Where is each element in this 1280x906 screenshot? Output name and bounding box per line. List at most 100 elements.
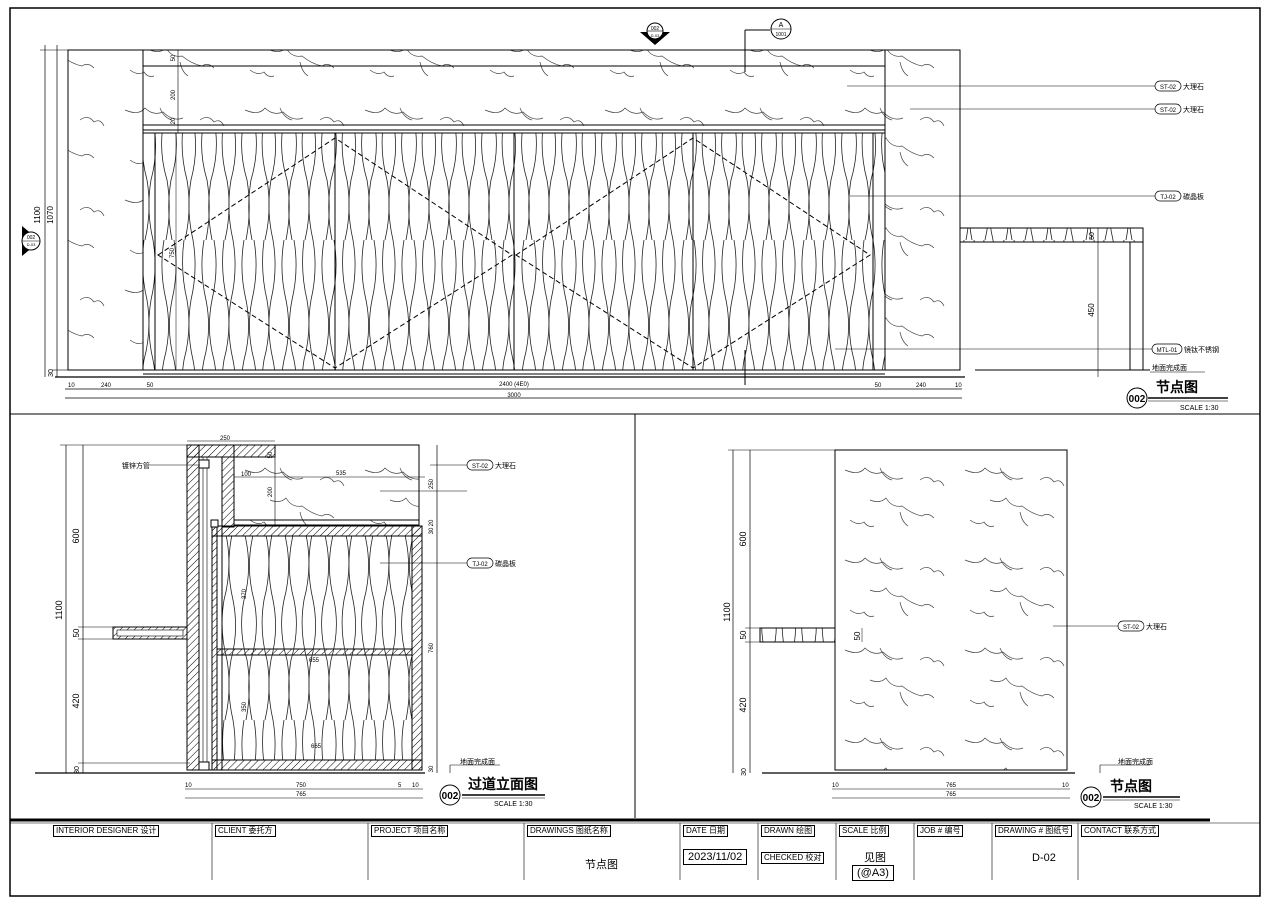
marble-right-panel — [884, 49, 961, 371]
title-bubble-sl — [439, 784, 461, 806]
floor-label-sl: 地面完成面 — [460, 757, 495, 766]
tb-client-label: CLIENT 委托方 — [215, 825, 276, 837]
tb-drawing-no-value: D-02 — [1032, 852, 1056, 864]
dim-bottom-10b: 10 — [955, 383, 962, 389]
tb-designer-label: INTERIOR DESIGNER 设计 — [53, 825, 160, 837]
dim-left-1100: 1100 — [33, 206, 42, 224]
dim-stone-20: 20 — [171, 117, 177, 124]
marker-left-num: 002 — [27, 235, 36, 241]
material-tag-mtl01: MTL-01 镜钛不锈钢 — [1151, 343, 1219, 355]
svg-text:碳晶板: 碳晶板 — [1183, 192, 1204, 201]
dim-bottom-50b: 50 — [875, 383, 882, 389]
material-tag-tj02: TJ-02 碳晶板 — [1154, 190, 1204, 202]
dim-total-3000: 3000 — [507, 393, 521, 399]
tb-contact-label: CONTACT 联系方式 — [1081, 825, 1160, 837]
title-block-grid — [10, 822, 1260, 880]
label-galvanized-pipe: 镀锌方管 — [122, 461, 150, 470]
dim-sl-b-5: 5 — [398, 783, 402, 789]
dim-sl-350: 350 — [242, 701, 248, 712]
dim-sl-right-760: 760 — [429, 642, 435, 653]
dim-bottom-240b: 240 — [916, 383, 927, 389]
svg-text:碳晶板: 碳晶板 — [495, 559, 516, 568]
dim-sl-right-20: 20 — [429, 519, 435, 526]
dim-sl-100: 100 — [241, 472, 252, 478]
tb-checked-label: CHECKED 校对 — [761, 852, 825, 864]
tb-job-label: JOB # 编号 — [917, 825, 964, 837]
svg-text:MTL-01: MTL-01 — [1157, 348, 1178, 354]
dim-sl-370: 370 — [242, 588, 248, 599]
tb-date-value: 2023/11/02 — [683, 849, 748, 865]
svg-text:大理石: 大理石 — [1146, 622, 1167, 631]
tb-drawn-label: DRAWN 绘图 — [761, 825, 816, 837]
tb-date-label: DATE 日期 — [683, 825, 728, 837]
dim-side-50: 50 — [1089, 232, 1096, 240]
section-wood-panel — [216, 535, 413, 761]
dim-sl-50: 50 — [268, 451, 274, 458]
dim-left-30: 30 — [48, 369, 55, 377]
dim-sr-30: 30 — [741, 768, 748, 776]
sheet-border — [9, 7, 1261, 897]
svg-text:镜钛不锈钢: 镜钛不锈钢 — [1184, 345, 1219, 354]
tb-scale-value: 见图 — [864, 852, 886, 864]
dim-sr-420: 420 — [738, 697, 748, 712]
title-sr: 节点图 — [1110, 778, 1152, 794]
dim-sl-535: 535 — [336, 471, 347, 477]
tb-drawings-label: DRAWINGS 图纸名称 — [527, 825, 611, 837]
dim-sl-200: 200 — [268, 486, 274, 497]
dim-sl-b-10b: 10 — [412, 783, 419, 789]
dim-sl-b-10: 10 — [185, 783, 192, 789]
dim-sr-b-10: 10 — [832, 783, 839, 789]
dim-sl-right-30: 30 — [429, 527, 435, 534]
marble-top-band — [142, 49, 886, 131]
dim-left-1070: 1070 — [46, 206, 55, 224]
dim-sr-small-50: 50 — [853, 631, 862, 640]
svg-text:ST-02: ST-02 — [472, 464, 489, 470]
svg-text:TJ-02: TJ-02 — [472, 562, 488, 568]
svg-text:TJ-02: TJ-02 — [1160, 195, 1176, 201]
floor-label-top: 地面完成面 — [1152, 363, 1187, 372]
dim-sl-left-30: 30 — [74, 766, 81, 774]
scale-top: SCALE 1:30 — [1180, 405, 1219, 412]
tb-scale-label: SCALE 比例 — [839, 825, 890, 837]
svg-text:大理石: 大理石 — [1183, 105, 1204, 114]
dim-sl-b-765: 765 — [296, 792, 307, 798]
svg-text:大理石: 大理石 — [1183, 82, 1204, 91]
section-left: 镀锌方管 250 100 535 50 200 1100 600 50 420 … — [35, 436, 545, 808]
svg-text:ST-02: ST-02 — [1160, 85, 1177, 91]
marker-left-sub: D-03 — [27, 242, 36, 247]
section-marble-top — [233, 444, 420, 526]
marble-left-panel — [67, 49, 144, 371]
title-bubble-top — [1126, 387, 1148, 409]
floor-label-sr: 地面完成面 — [1118, 757, 1153, 766]
section-right-tag-st02: ST-02 大理石 — [1117, 620, 1167, 632]
dim-bottom-240a: 240 — [101, 383, 112, 389]
dim-bottom-2400: 2400 (4E0) — [499, 382, 529, 388]
right-shelf — [759, 627, 836, 643]
title-sl: 过道立面图 — [468, 776, 538, 792]
marker-top-sub: D-03 — [651, 33, 660, 38]
svg-text:大理石: 大理石 — [495, 461, 516, 470]
scale-sr: SCALE 1:30 — [1134, 803, 1173, 810]
right-marble-panel — [834, 449, 1068, 771]
title-num-top: 002 — [1129, 394, 1146, 405]
dim-bottom-10a: 10 — [68, 383, 75, 389]
dim-stone-200: 200 — [171, 89, 177, 100]
tb-drawings-value: 节点图 — [585, 859, 618, 871]
dim-sl-left-420: 420 — [71, 693, 81, 708]
title-num-sl: 002 — [442, 791, 459, 802]
dim-stone-50: 50 — [171, 54, 177, 61]
dim-door-750: 750 — [170, 247, 176, 258]
scale-sl: SCALE 1:30 — [494, 801, 533, 808]
dim-sr-b-765b: 765 — [946, 792, 957, 798]
dim-sr-b-765: 765 — [946, 783, 957, 789]
svg-text:ST-02: ST-02 — [1160, 108, 1177, 114]
title-num-sr: 002 — [1083, 793, 1100, 804]
dim-sl-left-1100: 1100 — [54, 600, 64, 619]
side-shelf — [959, 227, 1144, 243]
tb-scale-sub: (@A3) — [852, 865, 894, 881]
dim-sl-250: 250 — [220, 436, 231, 442]
tb-drawing-no-label: DRAWING # 图纸号 — [995, 825, 1073, 837]
dim-sl-right-30b: 30 — [429, 765, 435, 772]
title-top: 节点图 — [1156, 379, 1198, 395]
dim-sr-600: 600 — [738, 531, 748, 546]
